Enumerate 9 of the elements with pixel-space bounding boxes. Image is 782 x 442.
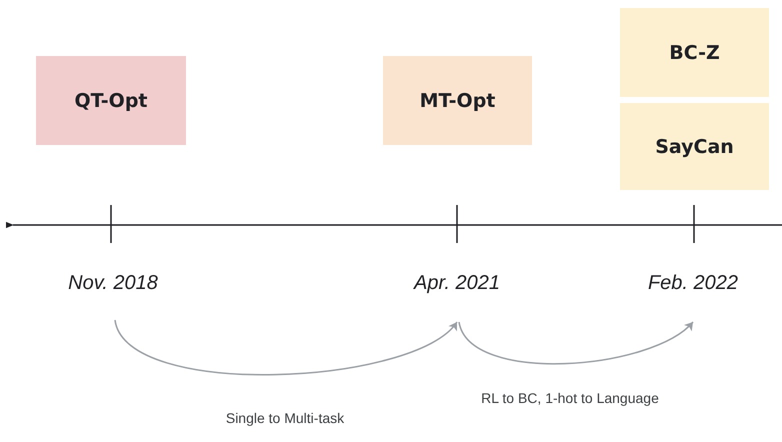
date-label: Apr. 2021	[414, 272, 500, 295]
model-box: MT-Opt	[383, 56, 532, 145]
model-box: BC-Z	[620, 8, 769, 97]
curved-arrow	[458, 321, 694, 364]
curved-arrow	[114, 320, 458, 376]
date-label: Feb. 2022	[648, 272, 738, 295]
model-box: SayCan	[620, 103, 769, 190]
model-box: QT-Opt	[36, 56, 186, 145]
date-label: Nov. 2018	[68, 272, 158, 295]
